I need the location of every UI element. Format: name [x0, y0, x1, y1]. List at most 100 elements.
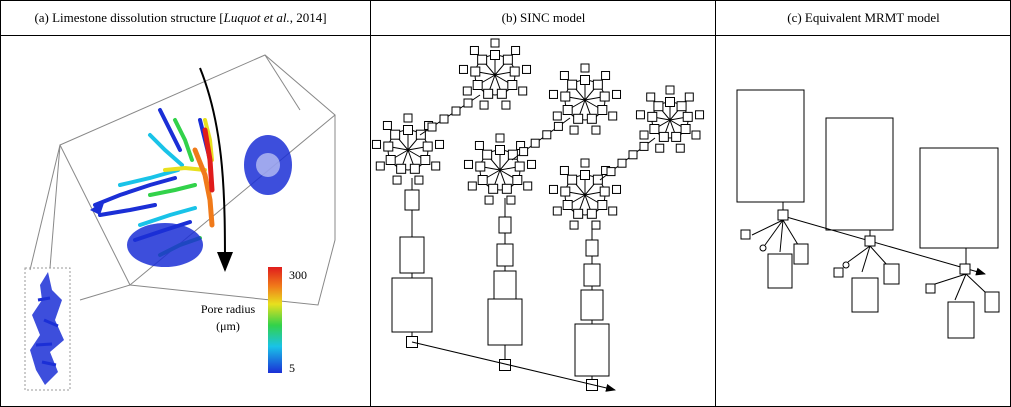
flow-arrow	[199, 67, 233, 272]
sinc-chain-block	[463, 98, 473, 108]
sinc-tree-block	[506, 195, 516, 205]
mrmt-node-3	[959, 263, 971, 275]
sinc-tree-block	[684, 92, 694, 102]
sinc-tree-block	[665, 97, 675, 107]
sinc-tree-block	[658, 131, 669, 142]
sinc-tree-block	[567, 79, 578, 90]
core-sample	[24, 267, 71, 391]
mrmt-node-2	[864, 235, 876, 247]
sinc-tree-block	[591, 125, 601, 135]
sinc-tree-block	[507, 80, 518, 90]
sinc-tree-block	[665, 85, 675, 95]
sinc-chain-block	[606, 167, 616, 177]
sinc-tree-block	[385, 155, 396, 165]
sinc-tree-block	[612, 184, 622, 194]
sinc-tree-block	[691, 130, 701, 140]
sinc-tree-block	[490, 38, 500, 48]
sinc-tree-block	[548, 184, 558, 194]
sinc-chain-block	[628, 150, 638, 160]
sinc-tree-block	[599, 91, 610, 102]
sinc-tree-block	[382, 120, 392, 130]
sinc-tree-block	[392, 175, 402, 185]
sinc-chain-block	[427, 122, 437, 132]
limestone-3d-view	[24, 54, 336, 391]
sinc-column-block	[580, 289, 604, 321]
sinc-tree-block	[403, 125, 413, 135]
sinc-tree-block	[592, 174, 603, 185]
sinc-tree-block	[502, 54, 513, 65]
sinc-tree-block	[527, 159, 537, 169]
sinc-tree-block	[469, 45, 479, 55]
sinc-tree-block	[559, 165, 569, 175]
panel-c-title: (c) Equivalent MRMT model	[787, 10, 940, 25]
sinc-tree-block	[592, 79, 603, 90]
mrmt-node-1	[777, 209, 789, 221]
sinc-tree-block	[573, 113, 584, 124]
sinc-tree-block	[483, 88, 494, 99]
mrmt-large-square-1	[736, 89, 805, 203]
colorbar	[268, 267, 282, 373]
sinc-tree-block	[655, 143, 665, 153]
sinc-tree-block	[477, 175, 488, 185]
sinc-column-block	[574, 323, 610, 377]
sinc-tree-block	[474, 140, 484, 150]
sinc-tree-block	[695, 110, 705, 120]
sinc-tree-block	[512, 175, 523, 185]
panel-a-title-suffix: , 2014]	[289, 10, 327, 25]
sinc-column-block	[493, 270, 517, 300]
sinc-tree-block	[375, 161, 385, 171]
sinc-tree-block	[647, 111, 658, 122]
sinc-tree-block	[371, 139, 381, 149]
sinc-tree-block	[548, 89, 558, 99]
mrmt-large-square-2	[825, 117, 894, 231]
sinc-tree-block	[567, 174, 578, 185]
sinc-column-block	[583, 263, 601, 287]
sinc-column-block	[391, 277, 433, 333]
sinc-tree-block	[511, 45, 521, 55]
colorbar-min-label: 5	[289, 361, 295, 375]
sinc-tree-block	[495, 133, 505, 143]
sinc-tree-block	[514, 161, 525, 172]
sinc-tree-block	[458, 64, 468, 74]
sinc-tree-block	[518, 86, 528, 96]
sinc-tree-block	[586, 208, 597, 219]
sinc-tree-block	[420, 155, 431, 165]
sinc-column-block	[404, 189, 420, 211]
sinc-column-block	[487, 298, 523, 346]
sinc-tree-block	[569, 220, 579, 230]
sinc-tree-block	[501, 183, 512, 194]
sinc-column-block	[399, 236, 425, 274]
sinc-tree-block	[562, 200, 573, 210]
pore-network	[90, 108, 292, 267]
sinc-tree-block	[414, 175, 424, 185]
column-divider-1	[370, 0, 371, 407]
sinc-tree-block	[671, 131, 682, 142]
sinc-chain-block	[617, 158, 627, 168]
sinc-chain-block	[439, 114, 449, 124]
sinc-tree-block	[597, 200, 608, 210]
sinc-model-diagram	[371, 38, 705, 392]
sinc-chain-block	[530, 138, 540, 148]
sinc-tree-block	[580, 75, 590, 85]
sinc-tree-block	[522, 64, 532, 74]
sinc-column-block	[498, 216, 512, 234]
sinc-tree-block	[560, 91, 571, 102]
sinc-tree-block	[580, 158, 590, 168]
sinc-tree-block	[580, 63, 590, 73]
sinc-tree-block	[496, 88, 507, 99]
sinc-tree-block	[383, 141, 394, 152]
sinc-tree-block	[435, 139, 445, 149]
sinc-tree-block	[552, 206, 562, 216]
sinc-tree-block	[396, 163, 407, 174]
sinc-tree-block	[431, 161, 441, 171]
sinc-chain-block	[519, 147, 529, 157]
sinc-tree-block	[586, 113, 597, 124]
sinc-tree-block	[409, 163, 420, 174]
sinc-tree-block	[580, 170, 590, 180]
sinc-tree-block	[501, 100, 511, 110]
sinc-tree-block	[479, 100, 489, 110]
sinc-tree-block	[482, 149, 493, 160]
sinc-tree-block	[646, 92, 656, 102]
sinc-chain-block	[639, 141, 649, 151]
sinc-tree-block	[475, 161, 486, 172]
